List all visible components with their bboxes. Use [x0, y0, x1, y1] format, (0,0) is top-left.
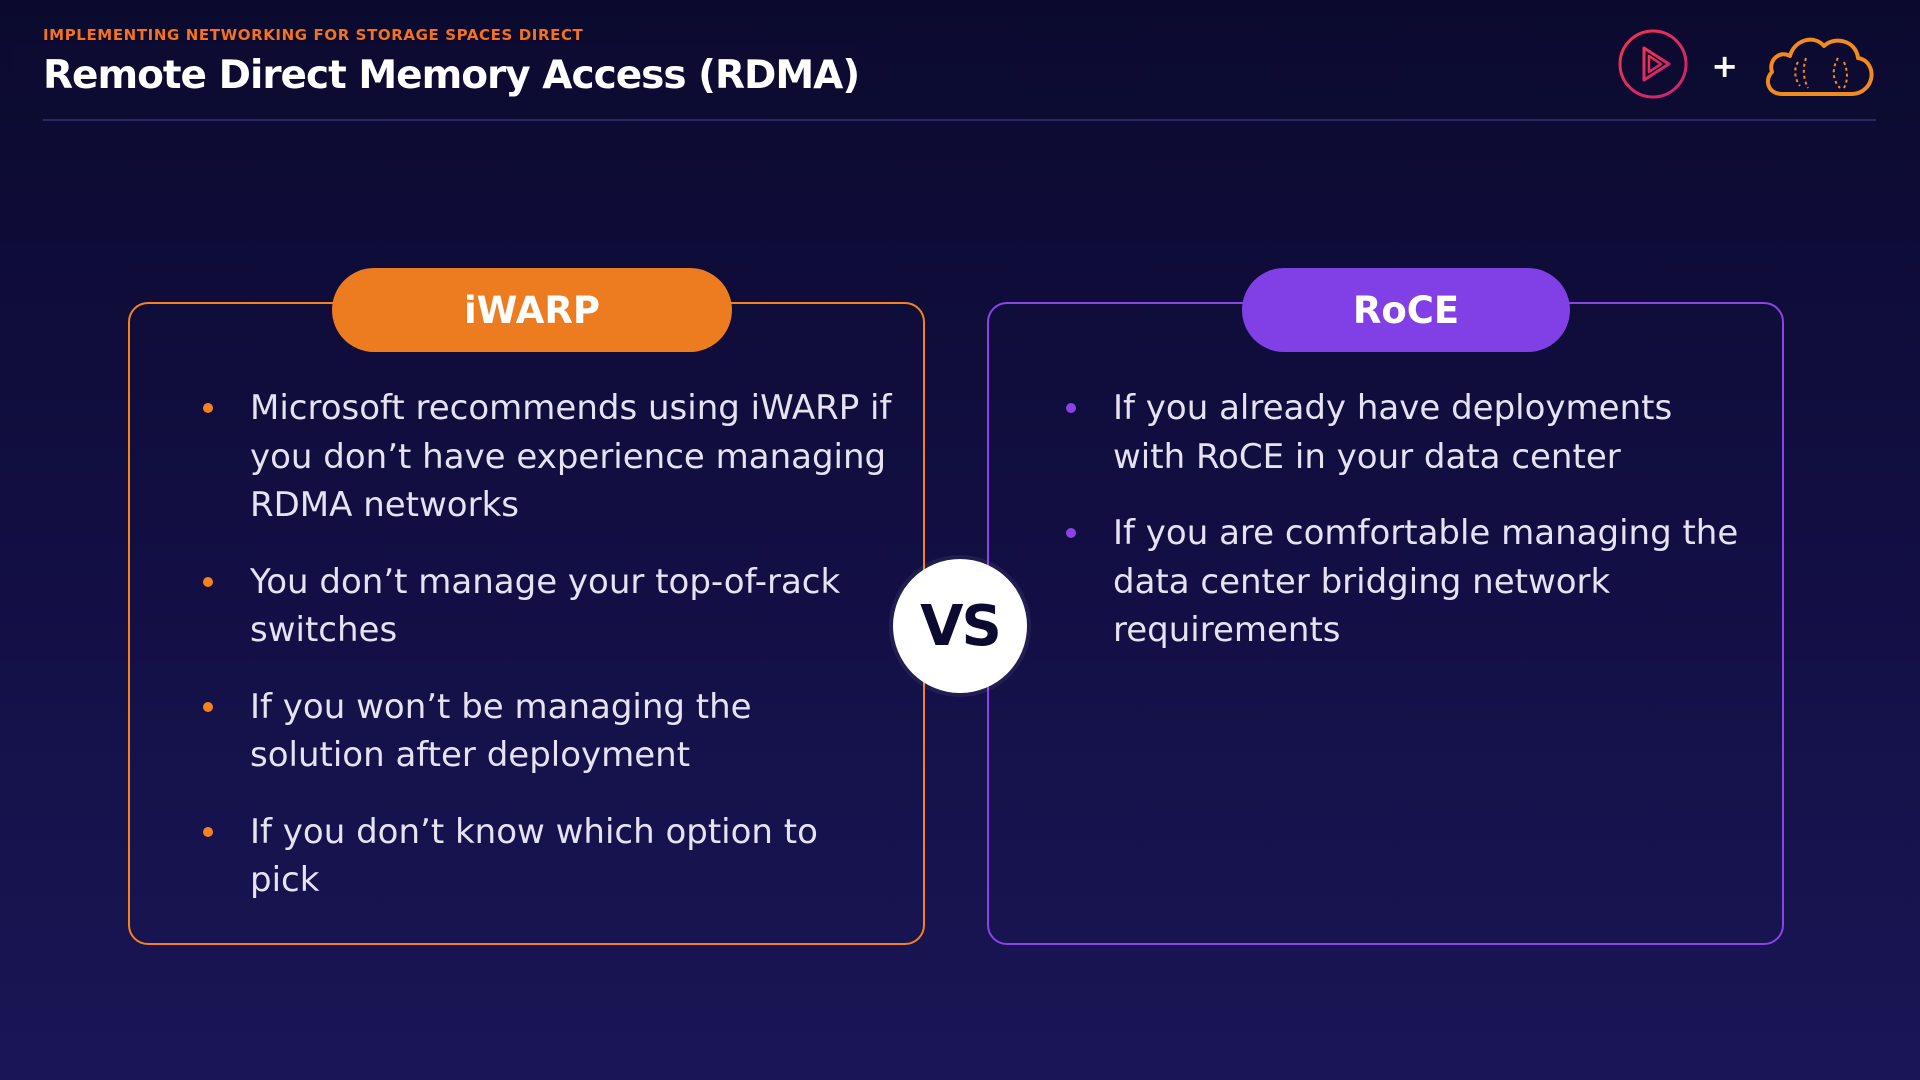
play-circle-icon — [1617, 28, 1689, 104]
brand-logos: + — [1617, 28, 1878, 104]
bullet-dot — [203, 576, 213, 587]
bullet-text: If you already have deployments with RoC… — [1113, 388, 1673, 477]
roce-bullet-list: If you already have deployments with RoC… — [1066, 384, 1752, 683]
cloud-icon — [1760, 28, 1878, 104]
bullet-text: If you are comfortable managing the data… — [1113, 513, 1739, 650]
vs-badge: VS — [893, 559, 1027, 693]
bullet-text: You don’t manage your top-of-rack switch… — [250, 561, 841, 651]
bullet-dot — [1066, 403, 1076, 413]
bullet-dot — [203, 701, 213, 712]
slide-header: IMPLEMENTING NETWORKING FOR STORAGE SPAC… — [43, 26, 860, 98]
plus-sign: + — [1711, 47, 1738, 85]
slide-title: Remote Direct Memory Access (RDMA) — [43, 53, 860, 98]
bullet-text: If you don’t know which option to pick — [250, 811, 818, 901]
iwarp-bullet-list: Microsoft recommends using iWARP if you … — [203, 384, 893, 933]
list-item: If you won’t be managing the solution af… — [203, 683, 893, 780]
title-backdrop — [12, 44, 857, 96]
list-item: Microsoft recommends using iWARP if you … — [203, 384, 893, 530]
list-item: If you are comfortable managing the data… — [1066, 509, 1752, 655]
header-divider — [43, 119, 1876, 121]
bullet-dot — [1066, 528, 1076, 538]
list-item: If you already have deployments with RoC… — [1066, 384, 1752, 481]
roce-card: RoCE If you already have deployments wit… — [987, 268, 1784, 945]
bullet-text: Microsoft recommends using iWARP if you … — [250, 388, 892, 525]
iwarp-label-pill: iWARP — [332, 268, 732, 352]
iwarp-card: iWARP Microsoft recommends using iWARP i… — [128, 268, 925, 945]
list-item: If you don’t know which option to pick — [203, 808, 893, 905]
bullet-dot — [203, 826, 213, 837]
slide-subtitle: IMPLEMENTING NETWORKING FOR STORAGE SPAC… — [43, 26, 584, 44]
bullet-dot — [203, 403, 213, 413]
roce-label-pill: RoCE — [1242, 268, 1570, 352]
list-item: You don’t manage your top-of-rack switch… — [203, 558, 893, 655]
bullet-text: If you won’t be managing the solution af… — [250, 686, 752, 776]
